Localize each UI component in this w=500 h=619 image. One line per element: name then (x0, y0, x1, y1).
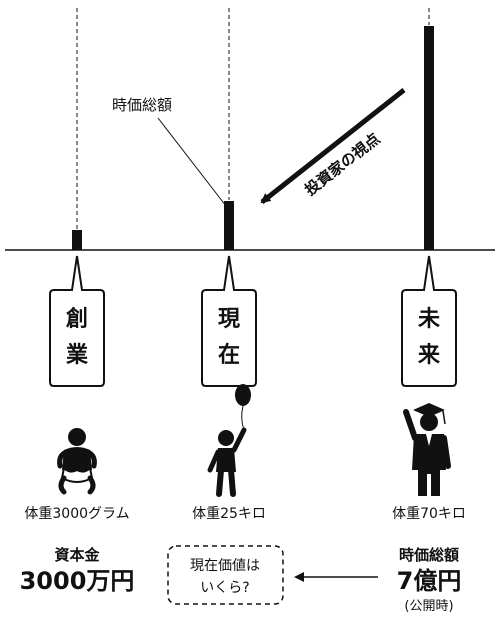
graduate-icon (403, 403, 451, 496)
weight-future: 体重70キロ (392, 506, 466, 522)
baby-icon (57, 428, 97, 495)
future-market-cap-note: (公開時) (404, 599, 453, 614)
capital-label: 資本金 (54, 546, 100, 564)
weight-present: 体重25キロ (192, 506, 266, 522)
stage-bubble-founding: 創 業 (49, 255, 105, 387)
stage-bubble-future: 未 来 (401, 255, 457, 387)
capital-value: 3000万円 (20, 567, 135, 595)
bar-founding (72, 230, 82, 250)
present-value-question-box (167, 545, 284, 605)
stage-label-future-bottom: 来 (417, 343, 441, 368)
stage-label-present-bottom: 在 (218, 342, 240, 368)
stage-label-present-top: 現 (218, 307, 240, 332)
market-cap-leader (157, 117, 227, 207)
future-market-cap-value: 7億円 (397, 567, 462, 595)
bar-future (424, 26, 434, 250)
future-market-cap-label: 時価総額 (399, 546, 459, 564)
stage-bubble-present: 現 在 (201, 255, 257, 387)
stage-label-founding-top: 創 (66, 307, 88, 332)
question-line-1: 現在価値は (190, 558, 260, 574)
question-line-2: いくら? (200, 580, 249, 596)
investor-view-arrow (260, 88, 406, 204)
market-cap-annotation: 時価総額 (112, 96, 172, 114)
child-with-balloon-icon (207, 384, 251, 497)
stage-label-future-top: 未 (418, 307, 440, 332)
stage-label-founding-bottom: 業 (66, 343, 89, 368)
bar-present (224, 201, 234, 250)
weight-founding: 体重3000グラム (24, 506, 129, 522)
